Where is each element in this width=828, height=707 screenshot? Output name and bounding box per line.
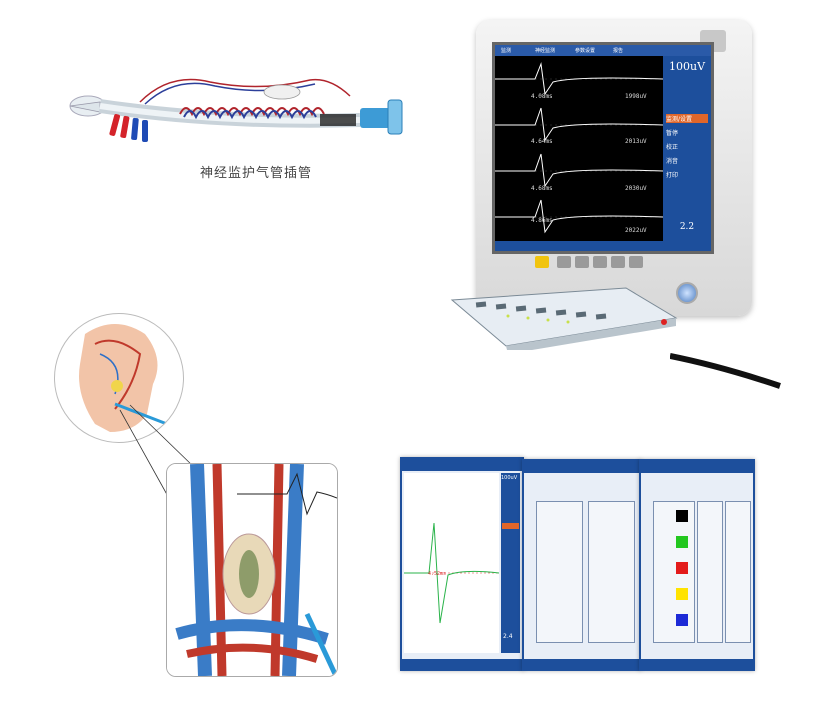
trace-4 (495, 199, 663, 234)
color-swatch-blue[interactable] (676, 614, 688, 626)
sw1-side-panel: 100uV 2.4 (501, 473, 520, 653)
endotracheal-tube-image (69, 78, 403, 142)
monitor-tab-2[interactable]: 神经监测 (535, 48, 556, 54)
hw-button-4[interactable] (611, 256, 625, 268)
sw1-scale: 100uV (501, 475, 518, 481)
software-screen-colors (639, 459, 755, 671)
monitor-screen: 监测 神经监测 参数设置 报告 4.08ms 1998uV 4.64ms 201… (492, 42, 714, 254)
monitor-top-bar: 监测 神经监测 参数设置 报告 (495, 45, 711, 56)
head-anatomy-circle (54, 313, 184, 443)
trace-3-latency: 4.68ms (531, 185, 553, 192)
emg-traces (495, 62, 663, 234)
trace-1-latency: 4.08ms (531, 93, 553, 100)
sw2-right-panel (588, 501, 635, 643)
sw2-bottom-bar (524, 659, 639, 669)
trace-1 (495, 62, 663, 96)
interface-box (450, 287, 678, 350)
monitor-side-panel: 100uV 监测/设置 暂停 校正 消音 打印 2.2 (663, 56, 711, 241)
color-swatch-yellow[interactable] (676, 588, 688, 600)
color-swatch-green[interactable] (676, 536, 688, 548)
sw1-bottom-value: 2.4 (503, 633, 513, 640)
side-item-3[interactable]: 校正 (666, 144, 679, 151)
callout-lines (119, 404, 196, 501)
monitor-tab-1[interactable]: 监测 (501, 48, 512, 54)
sw1-bottom-bar (402, 659, 522, 669)
neck-anatomy-detail (166, 463, 338, 677)
side-item-1[interactable]: 监测/设置 (666, 114, 708, 123)
trace-2-amplitude: 2013uV (625, 138, 647, 145)
monitor-button-row (535, 256, 655, 270)
tube-caption: 神经监护气管插管 (200, 166, 313, 181)
monitor-bottom-bar (495, 241, 711, 251)
hw-button-3[interactable] (593, 256, 607, 268)
software-screen-waveform: 4.52ms 100uV 2.4 (400, 457, 524, 671)
monitor-tab-4[interactable]: 报告 (613, 48, 624, 54)
hw-button-2[interactable] (575, 256, 589, 268)
sw1-active-item[interactable] (502, 523, 519, 529)
sw3-left-panel (653, 501, 695, 643)
color-swatch-red[interactable] (676, 562, 688, 574)
sw2-top-bar (524, 461, 639, 473)
trace-3-amplitude: 2030uV (625, 185, 647, 192)
trace-4-amplitude: 2022uV (625, 227, 647, 234)
amplitude-scale: 100uV (668, 60, 706, 73)
sw1-top-bar (402, 459, 522, 471)
color-swatch-black[interactable] (676, 510, 688, 522)
software-screen-settings (522, 459, 641, 671)
power-button[interactable] (535, 256, 549, 268)
sw3-bottom-bar (641, 659, 753, 669)
trace-3 (495, 153, 663, 188)
cable (670, 353, 781, 389)
hw-button-1[interactable] (557, 256, 571, 268)
trace-2 (495, 107, 663, 142)
trace-4-latency: 4.86ms (531, 217, 553, 224)
rotary-knob[interactable] (676, 282, 698, 304)
sw3-top-bar (641, 461, 753, 473)
side-item-4[interactable]: 消音 (666, 158, 679, 165)
trace-2-latency: 4.64ms (531, 138, 553, 145)
sw1-latency: 4.52ms (428, 571, 447, 577)
side-item-2[interactable]: 暂停 (666, 130, 679, 137)
sw2-left-panel (536, 501, 583, 643)
sw3-right-panel (725, 501, 751, 643)
monitor-tab-3[interactable]: 参数设置 (575, 48, 596, 54)
sw1-waveform (404, 473, 499, 653)
sw3-middle-panel (697, 501, 723, 643)
trace-1-amplitude: 1998uV (625, 93, 647, 100)
side-item-5[interactable]: 打印 (666, 172, 679, 179)
hw-button-5[interactable] (629, 256, 643, 268)
time-scale: 2.2 (679, 222, 695, 232)
